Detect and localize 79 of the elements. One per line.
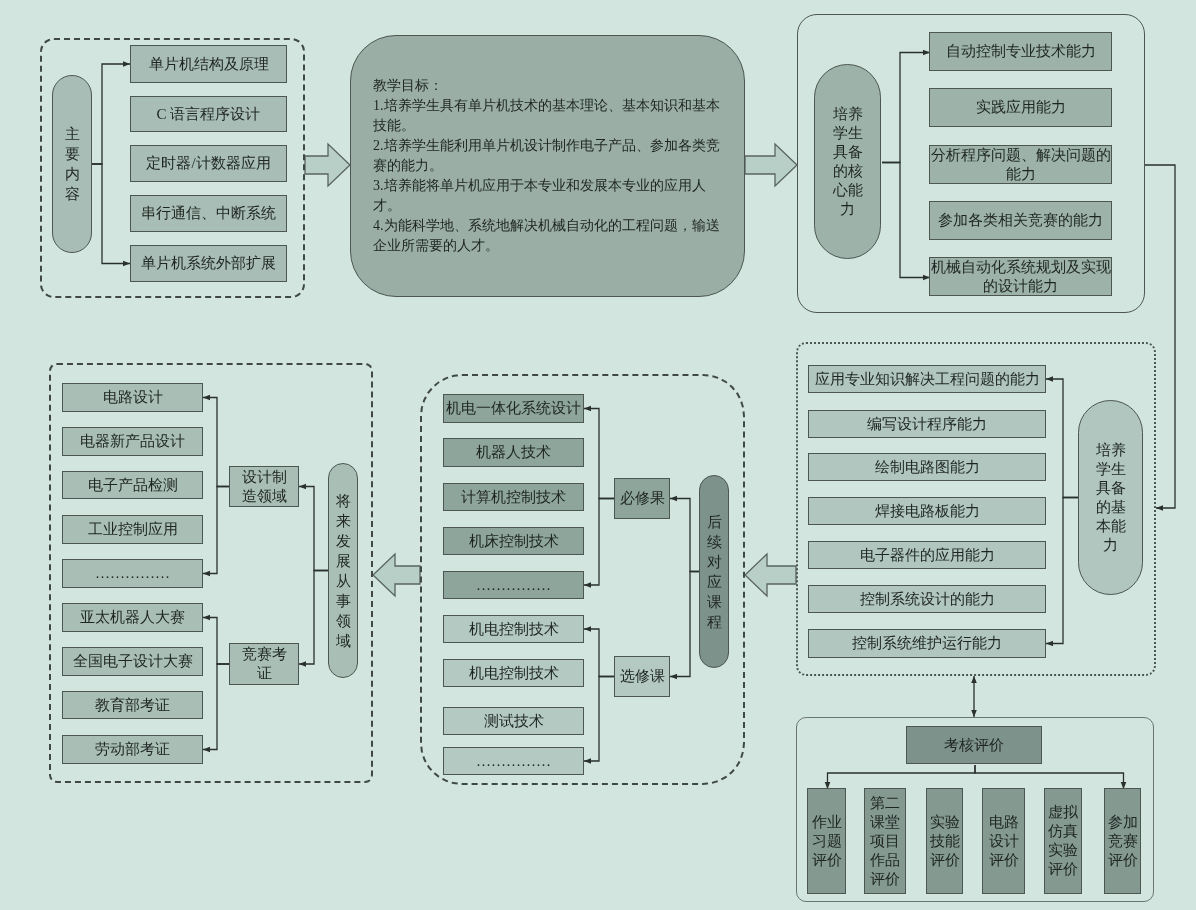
rounded-text-box	[350, 35, 745, 297]
process-box: 工业控制应用	[62, 515, 203, 544]
rounded-label-box: 将来发展从事领域	[328, 463, 358, 678]
arrow	[583, 497, 615, 588]
goal-text: 2.培养学生能利用单片机设计制作电子产品、参加各类竞赛的能力。	[373, 137, 721, 175]
process-box: 电路设计评价	[982, 788, 1025, 894]
process-box: 考核评价	[906, 726, 1042, 764]
process-box: 单片机结构及原理	[130, 45, 287, 83]
arrow	[202, 485, 230, 577]
process-box: 必修果	[614, 478, 670, 519]
block-arrow	[744, 552, 797, 598]
process-box: 机器人技术	[443, 438, 584, 467]
process-box: 机电一体化系统设计	[443, 394, 584, 423]
rounded-label-box: 培养学生具备的核心能力	[814, 64, 881, 259]
process-box: 焊接电路板能力	[808, 497, 1046, 525]
dashed-group-frame	[49, 363, 373, 783]
arrow	[583, 675, 615, 764]
process-box: 控制系统维护运行能力	[808, 629, 1046, 658]
group-frame	[796, 717, 1154, 902]
process-box: 机床控制技术	[443, 527, 584, 555]
process-box: 绘制电路图能力	[808, 453, 1046, 481]
group-frame	[797, 14, 1145, 313]
process-box: 电子器件的应用能力	[808, 541, 1046, 569]
process-box: 全国电子设计大赛	[62, 647, 203, 676]
process-box: ……………	[62, 559, 203, 588]
goal-text: 3.培养能将单片机应用于本专业和发展本专业的应用人才。	[373, 177, 707, 215]
process-box: 控制系统设计的能力	[808, 585, 1046, 613]
arrow	[974, 764, 1127, 790]
process-box: 参加各类相关竞赛的能力	[929, 201, 1112, 240]
arrow	[1144, 164, 1176, 511]
rounded-label-box: 后续对应课程	[699, 475, 729, 668]
goal-text: 1.培养学生具有单片机技术的基本理论、基本知识和基本技能。	[373, 97, 721, 135]
dashed-group-frame	[420, 374, 745, 785]
rounded-label-box: 培养学生具备的基本能力	[1078, 400, 1143, 595]
process-box: 测试技术	[443, 707, 584, 735]
process-box: 劳动部考证	[62, 735, 203, 764]
process-box: 电子产品检测	[62, 471, 203, 499]
arrow	[298, 569, 329, 667]
process-box: 第二课堂项目作品评价	[864, 788, 906, 894]
process-box: 竞赛考证	[229, 643, 299, 685]
arrow	[1045, 496, 1079, 647]
process-box: 机电控制技术	[443, 615, 584, 643]
process-box: 亚太机器人大赛	[62, 603, 203, 632]
double-arrow	[971, 675, 977, 718]
arrow	[91, 163, 131, 267]
process-box: 选修课	[614, 656, 670, 697]
process-box: 参加竞赛评价	[1104, 788, 1141, 894]
process-box: 电器新产品设计	[62, 427, 203, 456]
block-arrow	[304, 142, 351, 188]
process-box: 自动控制专业技术能力	[929, 32, 1112, 71]
block-arrow	[372, 552, 421, 598]
process-box: 作业习题评价	[807, 788, 846, 894]
process-box: ……………	[443, 747, 584, 775]
arrow	[881, 161, 931, 281]
dashed-group-frame	[40, 38, 305, 298]
goal-text: 4.为能科学地、系统地解决机械自动化的工程问题，输送企业所需要的人才。	[373, 217, 721, 255]
process-box: 计算机控制技术	[443, 483, 584, 511]
process-box: C 语言程序设计	[130, 96, 287, 132]
rounded-label-box: 主要内容	[52, 75, 92, 253]
dotted-group-frame	[796, 342, 1156, 676]
process-box: 编写设计程序能力	[808, 410, 1046, 438]
process-box: 实践应用能力	[929, 88, 1112, 127]
process-box: 电路设计	[62, 383, 203, 412]
process-box: 实验技能评价	[926, 788, 963, 894]
process-box: 串行通信、中断系统	[130, 195, 287, 232]
process-box: 分析程序问题、解决问题的能力	[929, 145, 1112, 184]
process-box: ……………	[443, 571, 584, 599]
process-box: 机电控制技术	[443, 659, 584, 687]
process-box: 设计制造领域	[229, 466, 299, 507]
arrow	[202, 663, 230, 753]
heading-text: 教学目标：	[373, 77, 444, 95]
process-box: 机械自动化系统规划及实现的设计能力	[929, 257, 1112, 296]
process-box: 虚拟仿真实验评价	[1044, 788, 1082, 894]
process-box: 应用专业知识解决工程问题的能力	[808, 365, 1046, 393]
process-box: 定时器/计数器应用	[130, 145, 287, 182]
block-arrow	[744, 142, 798, 188]
process-box: 单片机系统外部扩展	[130, 245, 287, 282]
arrow	[669, 570, 700, 680]
process-box: 教育部考证	[62, 691, 203, 719]
